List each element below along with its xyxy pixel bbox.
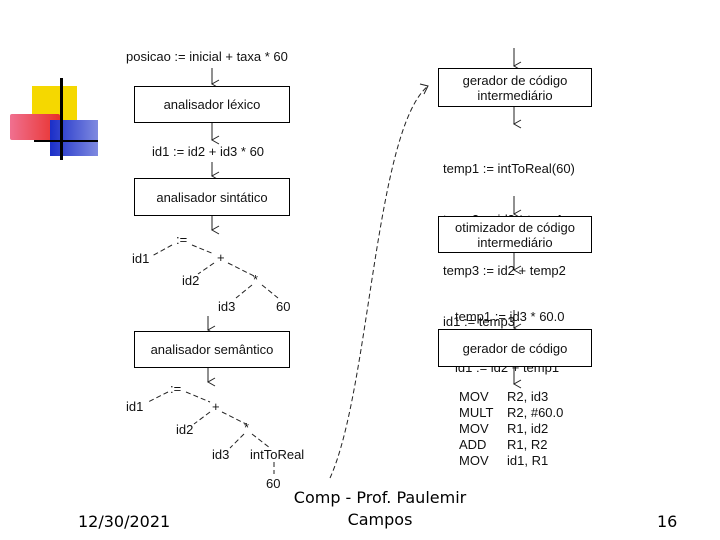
- optimizer-box: otimizador de código intermediário: [438, 216, 592, 253]
- decorative-logo: [8, 78, 98, 163]
- icg-line: temp3 := id2 + temp2: [443, 263, 566, 278]
- tree1-num: 60: [276, 299, 291, 314]
- tree2-plus: +: [212, 399, 220, 414]
- asm-args: R1, id2: [507, 421, 549, 436]
- asm-op: MOV: [459, 389, 489, 404]
- asm-args: R2, #60.0: [507, 405, 564, 420]
- icg-line: id1 := temp3: [443, 314, 515, 329]
- parser-label: analisador sintático: [156, 189, 268, 205]
- tree2-id3: id3: [212, 447, 230, 462]
- footer-title: Comp - Prof. Paulemir Campos: [293, 488, 467, 529]
- asm-op: MOV: [459, 453, 489, 468]
- footer-date: 12/30/2021: [78, 512, 171, 531]
- tree2-num: 60: [266, 476, 281, 491]
- icg-label: gerador de código intermediário: [462, 72, 568, 103]
- opt-line: temp1 := id3 * 60.0: [455, 309, 565, 324]
- token-stream: id1 := id2 + id3 * 60: [152, 144, 265, 159]
- asm-row: ADD R1, R2: [459, 437, 599, 453]
- parser-box: analisador sintático: [134, 178, 290, 216]
- tree1-times: *: [253, 272, 259, 287]
- tree2-conv: intToReal: [250, 447, 305, 462]
- asm-row: MOV R2, id3: [459, 389, 599, 405]
- asm-row: MULT R2, #60.0: [459, 405, 599, 421]
- icg-box: gerador de código intermediário: [438, 68, 592, 107]
- tree1-id2: id2: [182, 273, 200, 288]
- tree1-id3: id3: [218, 299, 236, 314]
- logo-horizontal-line: [34, 140, 98, 142]
- footer-page-number: 16: [657, 512, 678, 531]
- input-expression: posicao := inicial + taxa * 60: [126, 49, 288, 64]
- optimizer-label: otimizador de código intermediário: [455, 219, 575, 250]
- asm-args: id1, R1: [507, 453, 549, 468]
- lexer-box: analisador léxico: [134, 86, 290, 123]
- tree1-id1: id1: [132, 251, 150, 266]
- assembly-code: MOV R2, id3 MULT R2, #60.0 MOV R1, id2 A…: [459, 389, 599, 469]
- tree1-assign: :=: [176, 232, 188, 247]
- tree2-id2: id2: [176, 422, 194, 437]
- codegen-label: gerador de código: [462, 340, 568, 356]
- lexer-label: analisador léxico: [163, 97, 261, 112]
- asm-row: MOV R1, id2: [459, 421, 599, 437]
- tree1-plus: +: [217, 250, 225, 265]
- asm-op: ADD: [459, 437, 487, 452]
- asm-args: R2, id3: [507, 389, 549, 404]
- asm-op: MULT: [459, 405, 494, 420]
- semantic-label: analisador semântico: [150, 342, 274, 357]
- logo-vertical-line: [60, 78, 63, 160]
- semantic-box: analisador semântico: [134, 331, 290, 368]
- asm-row: MOV id1, R1: [459, 453, 599, 469]
- tree2-times: *: [244, 420, 250, 435]
- tree2-id1: id1: [126, 399, 144, 414]
- tree2-assign: :=: [170, 381, 182, 396]
- icg-line: temp1 := intToReal(60): [443, 161, 575, 176]
- asm-op: MOV: [459, 421, 489, 436]
- codegen-box: gerador de código: [438, 329, 592, 367]
- link-curve: [329, 85, 429, 479]
- asm-args: R1, R2: [507, 437, 548, 452]
- logo-blue-square: [50, 120, 98, 156]
